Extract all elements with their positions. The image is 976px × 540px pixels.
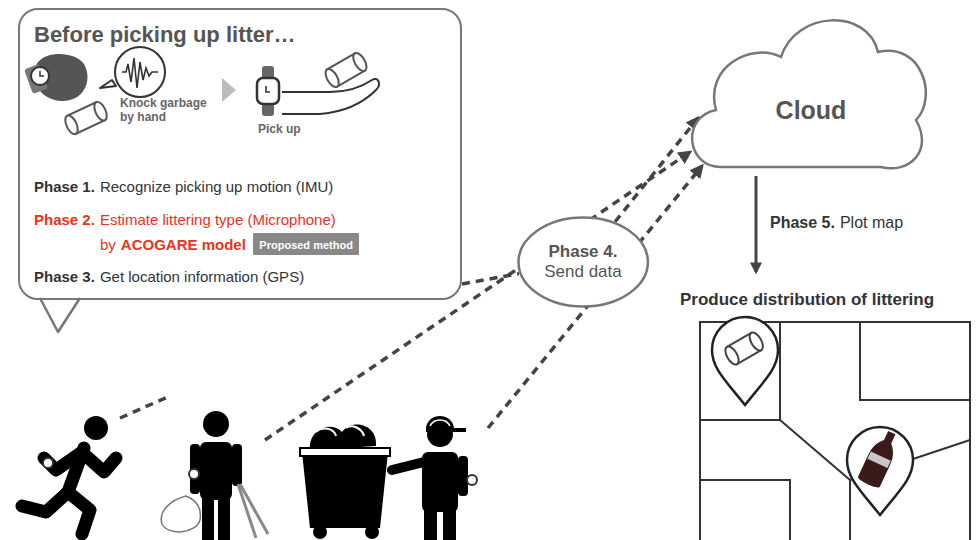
pickup-icon xyxy=(257,51,379,116)
walker-figure xyxy=(161,411,268,540)
map-pin xyxy=(712,317,778,405)
phase-text: Send data xyxy=(544,262,622,282)
phase-text: by xyxy=(100,236,116,253)
phase-heading: Phase 2. xyxy=(34,211,95,228)
phase-text: Get location information (GPS) xyxy=(100,268,304,285)
method-badge: Proposed method xyxy=(253,233,359,255)
cloud-shape: Cloud xyxy=(676,2,938,174)
cloud-path xyxy=(692,20,926,168)
phase-heading: ACOGARE model xyxy=(121,236,246,253)
phase-text: Estimate littering type (Microphone) xyxy=(100,211,336,228)
bubble-title: Before picking up litter… xyxy=(34,22,296,48)
map-pin xyxy=(847,427,913,515)
cloud-label: Cloud xyxy=(776,96,847,125)
cloud-outline xyxy=(676,2,938,174)
phase-heading: Phase 4. xyxy=(544,242,622,262)
runner-figure xyxy=(22,416,116,534)
phase-heading: Phase 3. xyxy=(34,268,95,285)
worker-figure xyxy=(300,416,477,540)
send-line xyxy=(265,152,690,440)
section-title: Produce distribution of littering xyxy=(680,290,934,310)
phase-line: by ACOGARE model xyxy=(100,236,246,253)
icon-caption: Pick up xyxy=(258,122,301,136)
phase-text: Plot map xyxy=(840,214,903,232)
dashed-connector xyxy=(615,118,698,222)
step-arrow xyxy=(222,78,236,102)
phase-text: Recognize picking up motion (IMU) xyxy=(100,178,333,195)
bubble-tail xyxy=(40,298,80,332)
dashed-connector xyxy=(462,274,519,284)
ellipse-text: Phase 4.Send data xyxy=(544,242,622,282)
phase-line: Phase 1. Recognize picking up motion (IMU… xyxy=(34,178,333,195)
send-ellipse: Phase 4.Send data xyxy=(517,216,649,308)
phase-line: Phase 3. Get location information (GPS) xyxy=(34,268,304,285)
phase-line: Phase 2. Estimate littering type (Microph… xyxy=(34,211,336,228)
badge-text: Proposed method xyxy=(259,239,353,251)
send-line xyxy=(120,396,170,418)
phase-heading: Phase 5. xyxy=(770,214,835,232)
icon-caption: Knock garbage by hand xyxy=(120,96,212,124)
send-line xyxy=(488,166,702,428)
speech-bubble: Before picking up litter… Knock garbage b… xyxy=(18,8,462,300)
plot-arrow xyxy=(755,176,758,272)
phase-heading: Phase 1. xyxy=(34,178,95,195)
map xyxy=(700,322,970,540)
